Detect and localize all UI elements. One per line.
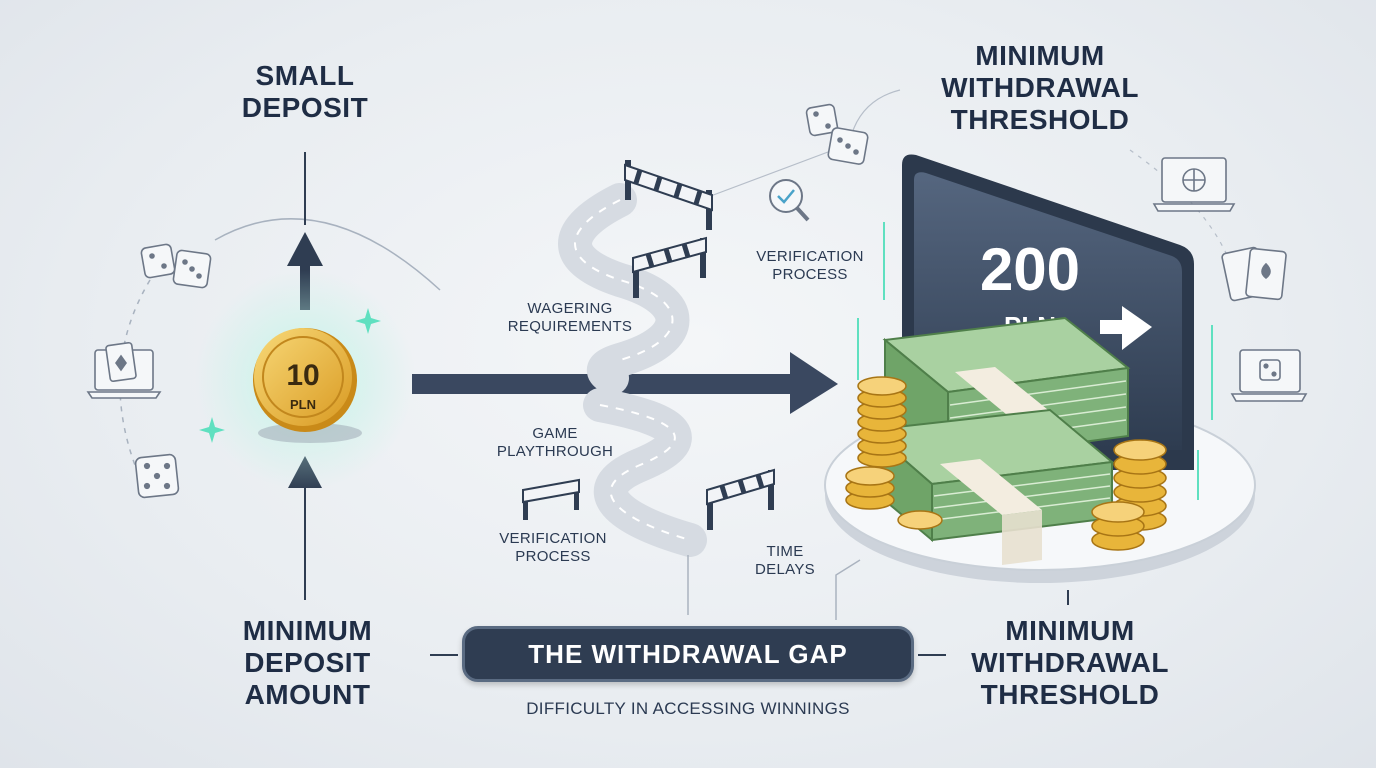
platform-connector [835,559,861,620]
coin-stack-left [857,376,907,468]
screen-amount: 200 [980,236,1080,303]
threshold-top-label: MINIMUM WITHDRAWAL THRESHOLD [900,40,1180,136]
verification-top-label: VERIFICATION PROCESS [735,248,885,284]
road-top-marking [574,199,674,361]
barrier-icon-4 [706,468,775,530]
verification-top-line-1: VERIFICATION [756,248,864,265]
game-line-2: PLAYTHROUGH [496,443,614,460]
min-deposit-line-3: AMOUNT [244,679,371,710]
wagering-line-2: REQUIREMENTS [507,318,633,335]
threshold-top-line-2: WITHDRAWAL [941,72,1139,103]
dice-icon-top [140,243,212,289]
left-arc [214,218,441,291]
game-playthrough-label: GAME PLAYTHROUGH [480,425,630,461]
verification-top-line-2: PROCESS [772,266,848,283]
min-deposit-label: MINIMUM DEPOSIT AMOUNT [200,615,415,711]
game-line-1: GAME [532,425,578,442]
min-deposit-line-2: DEPOSIT [244,647,371,678]
coin-stack-low [845,466,943,530]
threshold-bottom-label: MINIMUM WITHDRAWAL THRESHOLD [940,615,1200,711]
threshold-bottom-line-2: WITHDRAWAL [971,647,1169,678]
coin-shadow [258,423,362,443]
small-deposit-line-1: SMALL [255,60,355,91]
dice-laptop-icon [1230,349,1308,402]
threshold-bottom-line-3: THRESHOLD [980,679,1160,710]
verification-bottom-line-1: VERIFICATION [499,530,607,547]
card-laptop-icon-left [86,341,162,399]
screen-arrow-icon [1100,306,1152,350]
sparkle-icons [199,308,381,443]
small-deposit-label: SMALL DEPOSIT [200,60,410,124]
playing-cards-icon [1221,246,1287,302]
wagering-line-1: WAGERING [527,300,613,317]
time-delays-label: TIME DELAYS [735,543,835,579]
barrier-icon-2 [632,236,707,298]
barrier-icon-3 [522,478,580,520]
coin-stack-right [1091,439,1167,551]
globe-laptop-icon [1152,157,1236,212]
time-line-1: TIME [766,543,804,560]
withdrawal-gap-banner: THE WITHDRAWAL GAP [462,626,914,682]
banner-subtitle: DIFFICULTY IN ACCESSING WINNINGS [526,699,850,718]
coin-10-pln [253,328,357,432]
wagering-label: WAGERING REQUIREMENTS [480,300,660,336]
coin-amount: 10 [286,359,319,392]
threshold-bottom-line-1: MINIMUM [1005,615,1135,646]
dice-icon-bottom [134,453,180,499]
dice-icon-right [805,103,869,165]
verification-bottom-label: VERIFICATION PROCESS [478,530,628,566]
coin-currency: PLN [290,397,316,412]
barrier-icon-1 [624,160,713,230]
threshold-top-line-1: MINIMUM [975,40,1105,71]
glow-lines [857,222,1213,500]
small-deposit-line-2: DEPOSIT [241,92,369,123]
time-line-2: DELAYS [755,561,815,578]
magnifier-check-icon [769,179,810,222]
verification-bottom-line-2: PROCESS [515,548,591,565]
min-deposit-line-1: MINIMUM [242,615,373,646]
road-top [558,183,690,395]
banner-title: THE WITHDRAWAL GAP [528,638,848,669]
threshold-top-line-3: THRESHOLD [950,104,1130,135]
road-bottom-marking [599,404,691,541]
